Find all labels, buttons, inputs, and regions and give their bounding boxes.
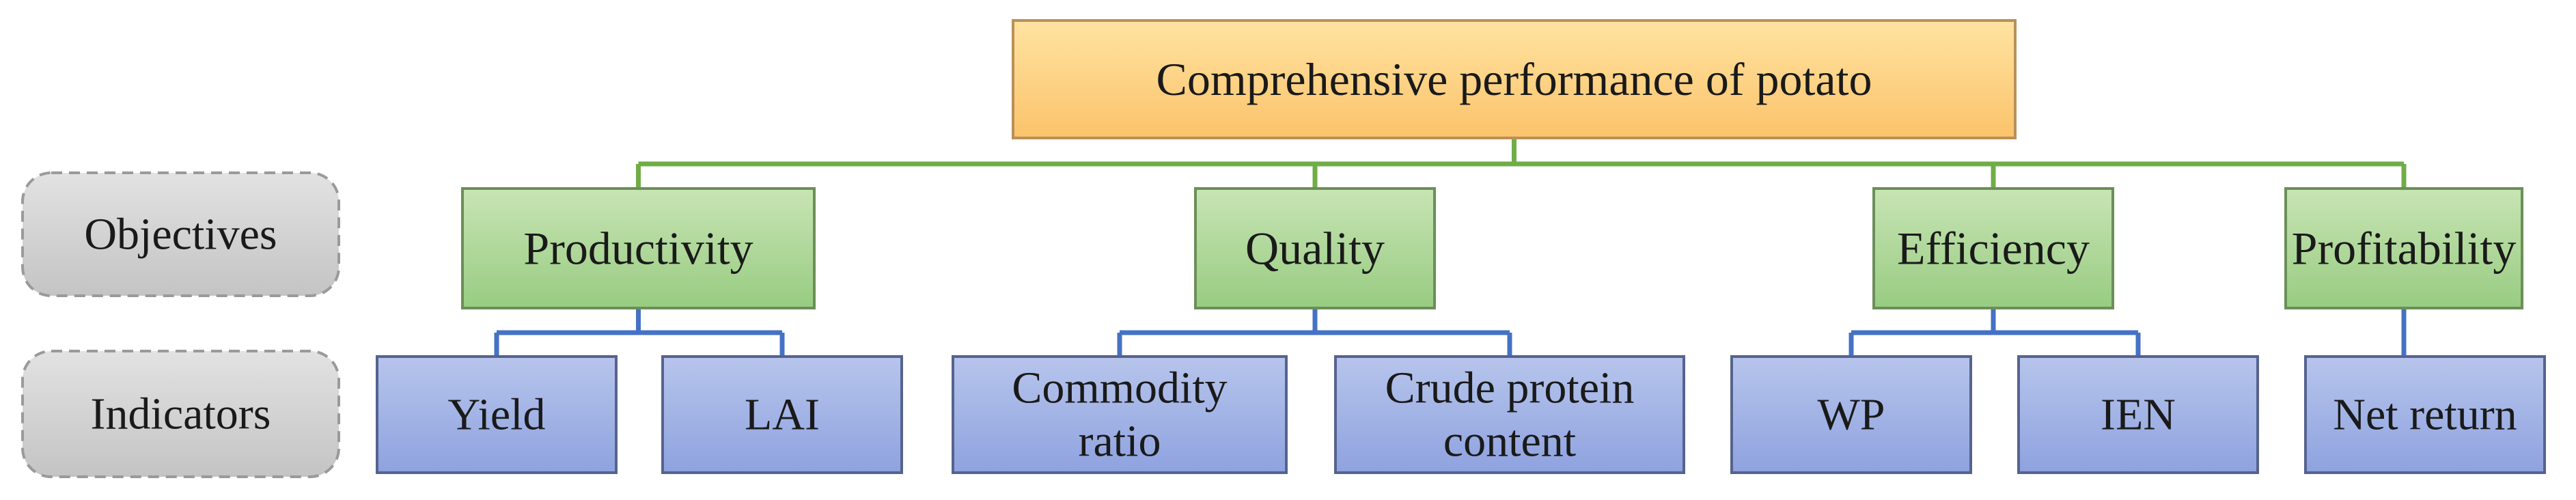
objective-nodes: Productivity Quality Efficiency Profitabili… [461, 187, 2523, 309]
objective-node-profitability-box [2284, 187, 2523, 309]
indicator-node-productivity-1-box [661, 355, 903, 474]
root-node: Comprehensive performance of potato [1012, 19, 2017, 139]
root-node-label: Comprehensive performance of potato [1157, 53, 1872, 105]
objective-node-efficiency-label: Efficiency [1897, 223, 2090, 275]
indicator-node-productivity-0-label: Yield [448, 390, 546, 440]
objective-node-efficiency: Efficiency [1872, 187, 2114, 309]
indicator-node-efficiency-0-box [1730, 355, 1972, 474]
indicator-node-efficiency-1-label: IEN [2101, 390, 2176, 440]
objective-node-productivity-box [461, 187, 816, 309]
row-label-objectives: Objectives [21, 171, 340, 297]
objective-node-profitability-label: Profitability [2292, 223, 2517, 275]
indicator-node-profitability-0-box [2304, 355, 2546, 474]
indicator-node-quality-0-box [952, 355, 1288, 474]
indicator-node-quality-1-box [1334, 355, 1685, 474]
indicator-node-quality-0-label: ratio [1079, 416, 1161, 466]
indicator-node-productivity-0-box [376, 355, 618, 474]
objective-node-profitability: Profitability [2284, 187, 2523, 309]
indicator-node-efficiency-0: WP [1730, 355, 1972, 474]
objective-node-productivity: Productivity [461, 187, 816, 309]
indicator-node-profitability-0-label: Net return [2333, 390, 2517, 440]
indicator-node-productivity-1-label: LAI [745, 390, 820, 440]
row-label-indicators: Indicators [21, 350, 340, 478]
indicator-node-quality-0-label: Commodity [1012, 363, 1227, 413]
indicator-node-quality-1-label: Crude protein [1385, 363, 1635, 413]
objective-node-productivity-label: Productivity [523, 223, 753, 275]
indicator-node-efficiency-1-box [2017, 355, 2259, 474]
objective-node-efficiency-box [1872, 187, 2114, 309]
indicator-node-efficiency-0-label: WP [1818, 390, 1885, 440]
connectors [494, 138, 2407, 357]
indicator-node-productivity-0: Yield [376, 355, 618, 474]
objective-node-quality-label: Quality [1245, 223, 1385, 275]
indicator-node-efficiency-1: IEN [2017, 355, 2259, 474]
indicator-node-profitability-0: Net return [2304, 355, 2546, 474]
objective-node-quality: Quality [1194, 187, 1436, 309]
indicator-node-productivity-1: LAI [661, 355, 903, 474]
row-label-indicators-text: Indicators [91, 389, 271, 439]
indicator-node-quality-1-label: content [1443, 416, 1576, 466]
row-label-objectives-text: Objectives [84, 210, 277, 260]
objective-node-quality-box [1194, 187, 1436, 309]
